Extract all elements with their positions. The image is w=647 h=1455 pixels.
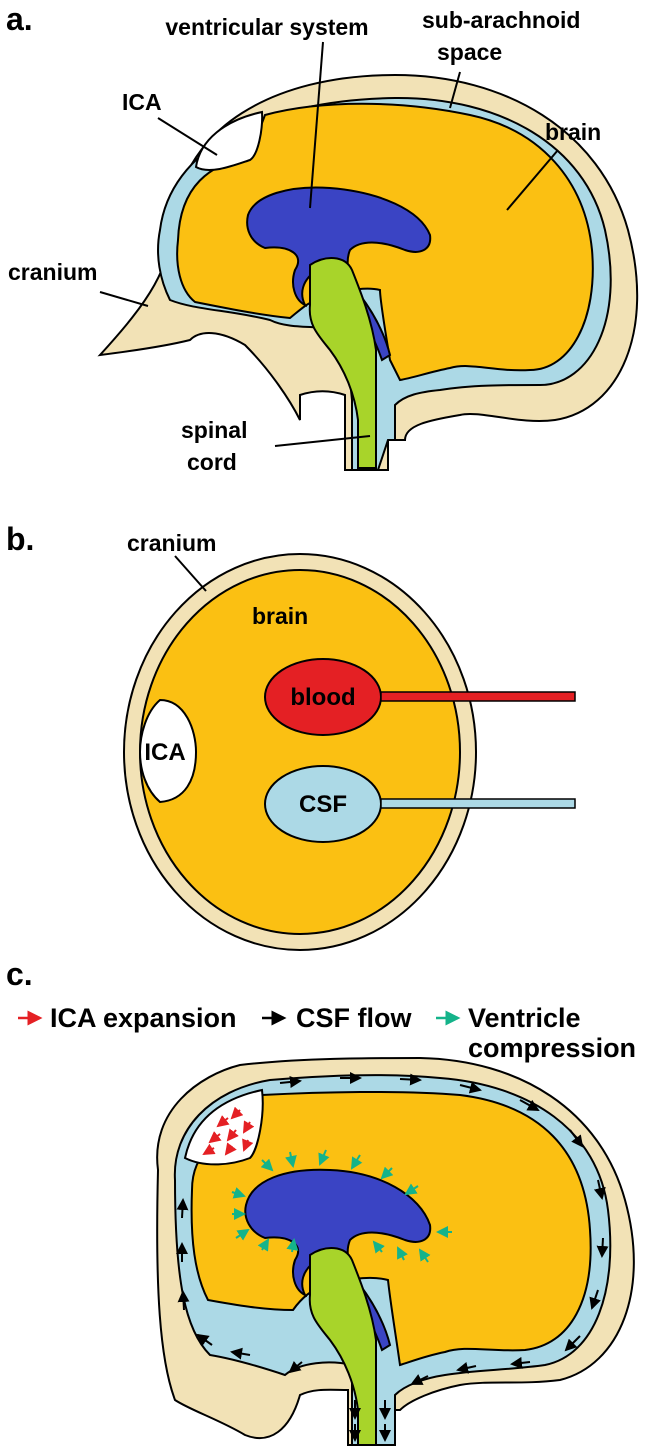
- legend-csf-flow: CSF flow: [296, 1003, 412, 1033]
- ica-expansion-arrow: [216, 1115, 230, 1128]
- leader-cranium: [99, 291, 149, 307]
- panel-b: b. cranium brain blood ICA CSF: [6, 521, 576, 951]
- compression-arrow: [397, 1246, 408, 1261]
- compression-arrow: [404, 1183, 419, 1196]
- csf-flow-arrow: [196, 1333, 213, 1346]
- panel-c-spinal-cord: [308, 1247, 377, 1446]
- label-b-csf: CSF: [299, 791, 347, 818]
- blood-outflow-tube: [380, 691, 576, 702]
- label-ica: ICA: [122, 89, 162, 115]
- csf-flow-arrow: [279, 1076, 302, 1088]
- csf-flow-arrow: [593, 1179, 606, 1200]
- csf-flow-arrow: [589, 1289, 601, 1310]
- csf-flow-arrow: [596, 1237, 609, 1258]
- panel-b-ica: [138, 698, 198, 804]
- leader-ica: [157, 117, 218, 156]
- compression-arrow: [285, 1151, 297, 1168]
- csf-flow-arrow: [410, 1374, 429, 1385]
- label-b-brain: brain: [252, 603, 308, 629]
- compression-arrow: [418, 1248, 431, 1263]
- csf-flow-arrow: [459, 1081, 482, 1094]
- compression-arrow: [350, 1154, 363, 1170]
- csf-flow-arrow: [456, 1361, 477, 1374]
- label-cranium: cranium: [8, 259, 97, 285]
- ica-expansion-arrow: [208, 1131, 222, 1144]
- label-subarachnoid-line1: sub-arachnoid: [422, 7, 580, 33]
- leader-brain: [506, 149, 559, 211]
- ica-expansion-arrow: [242, 1120, 255, 1134]
- panel-a: a. ventricular system sub-arachnoid spac…: [6, 1, 639, 475]
- leader-spinal-cord: [274, 435, 371, 447]
- panel-c-label: c.: [6, 956, 33, 992]
- compression-arrow: [380, 1166, 394, 1180]
- compression-arrow: [318, 1149, 330, 1166]
- panel-c: c. ICA expansion CSF flow Ventricle comp…: [6, 956, 636, 1446]
- compression-arrow: [235, 1228, 250, 1241]
- ventricle-compression-arrows: [231, 1149, 452, 1263]
- label-b-blood: blood: [290, 684, 355, 711]
- compression-arrow: [286, 1238, 299, 1253]
- label-subarachnoid-line2: space: [437, 39, 502, 65]
- legend-ica-expansion: ICA expansion: [50, 1003, 237, 1033]
- legend-ventricle-line2: compression: [468, 1033, 636, 1063]
- leader-subarachnoid: [449, 71, 461, 109]
- compression-arrow: [260, 1158, 274, 1172]
- panel-b-label: b.: [6, 521, 34, 557]
- ica-expansion-arrow: [242, 1138, 254, 1152]
- ica-expansion-arrow: [230, 1106, 244, 1120]
- label-b-cranium: cranium: [127, 530, 216, 556]
- csf-flow-arrow: [176, 1198, 189, 1219]
- leader-panel-b-cranium: [174, 555, 207, 592]
- label-b-ica: ICA: [144, 739, 185, 766]
- compression-arrow: [231, 1187, 246, 1199]
- ica-expansion-arrow: [224, 1142, 237, 1156]
- legend-ventricle-line1: Ventricle: [468, 1003, 581, 1033]
- csf-flow-arrows: [176, 1072, 609, 1442]
- compression-arrow: [257, 1238, 270, 1252]
- panel-a-spinal-cord: [308, 257, 377, 469]
- csf-outflow-tube: [380, 798, 576, 809]
- label-spinal-line1: spinal: [181, 417, 247, 443]
- label-brain: brain: [545, 119, 601, 145]
- label-ventricular-system: ventricular system: [165, 14, 368, 40]
- ica-expansion-arrows: [202, 1106, 255, 1156]
- csf-flow-arrow: [510, 1356, 531, 1369]
- ica-expansion-arrow: [226, 1128, 239, 1142]
- csf-flow-arrow: [288, 1360, 303, 1374]
- csf-flow-arrow: [177, 1290, 190, 1311]
- panel-a-ica: [194, 110, 264, 171]
- label-spinal-line2: cord: [187, 449, 237, 475]
- csf-flow-arrow: [519, 1099, 540, 1111]
- csf-flow-arrow: [564, 1335, 581, 1352]
- panel-a-label: a.: [6, 1, 33, 37]
- leader-ventricular-system: [309, 41, 324, 209]
- ica-expansion-arrow: [202, 1143, 216, 1156]
- csf-flow-arrow: [399, 1073, 422, 1086]
- csf-flow-arrow: [230, 1347, 251, 1360]
- compression-arrow: [372, 1240, 385, 1254]
- csf-flow-arrow: [569, 1129, 584, 1148]
